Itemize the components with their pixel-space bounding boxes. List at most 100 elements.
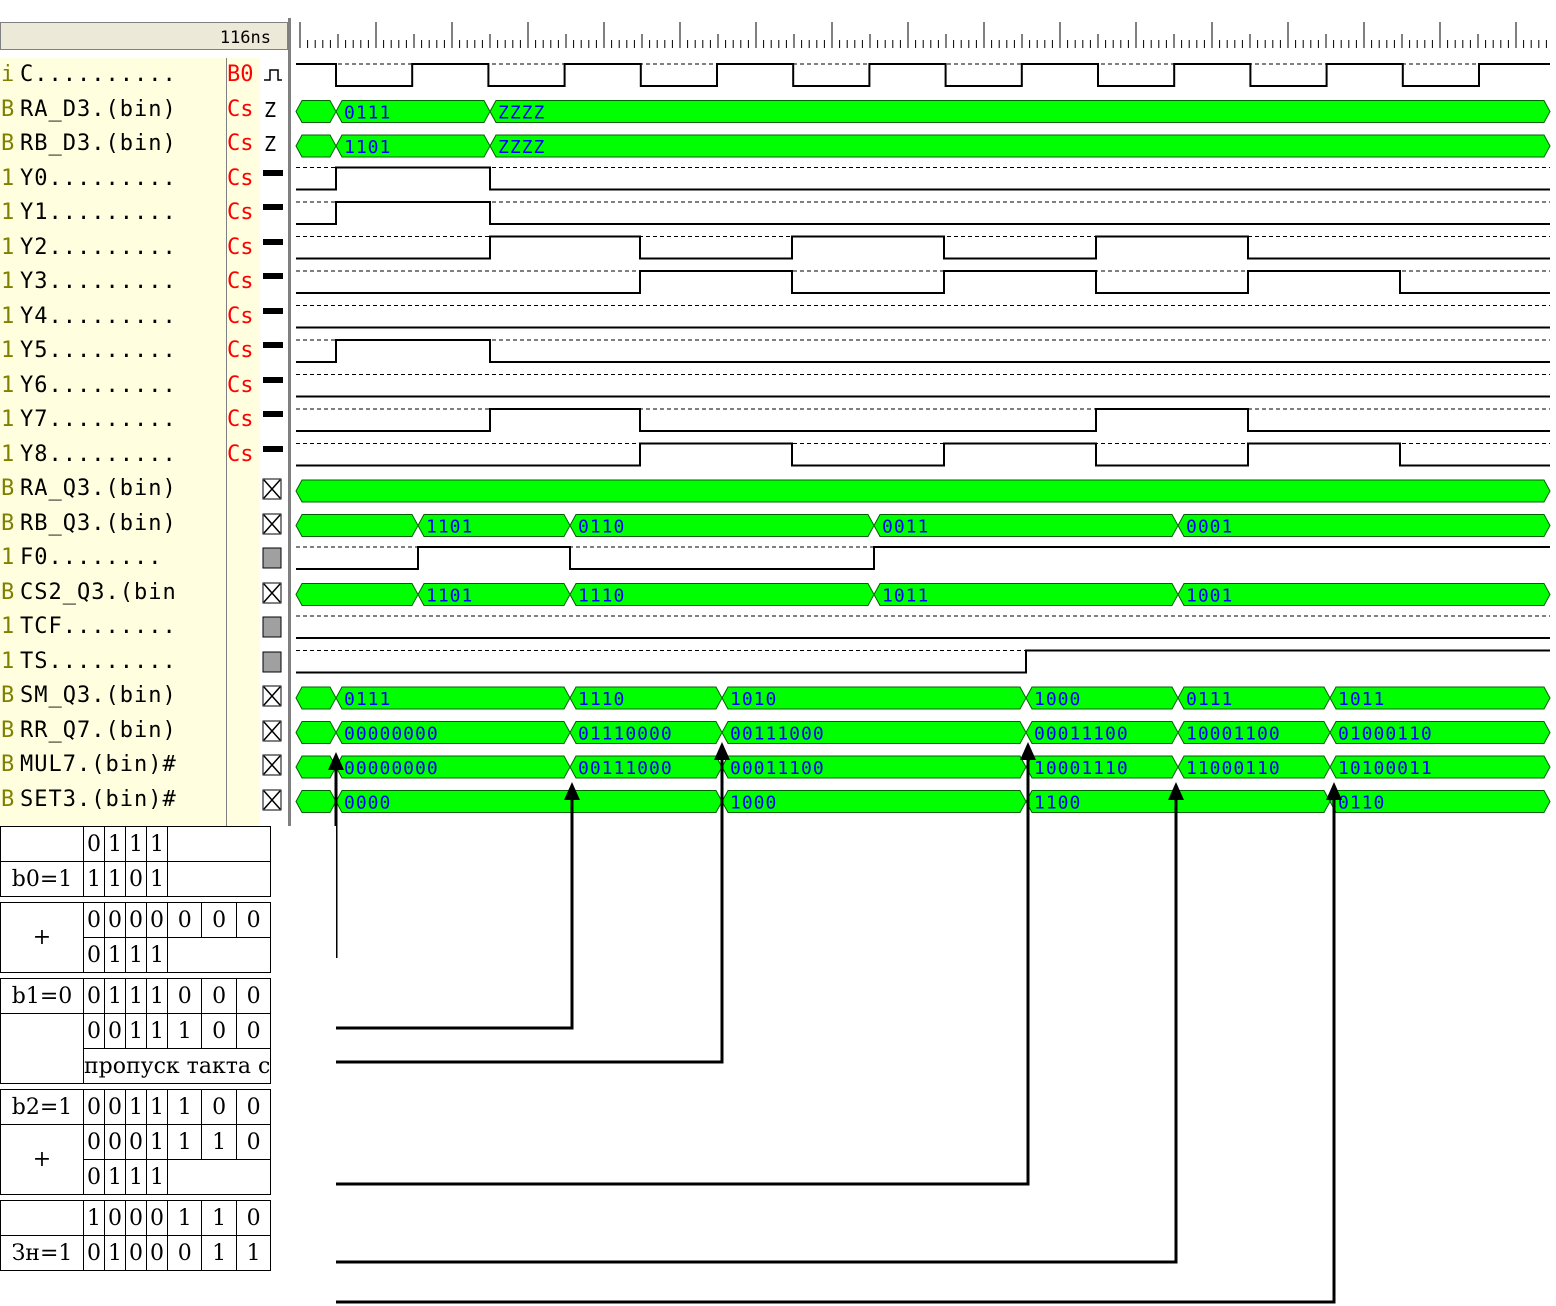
row-label: b1=0 xyxy=(0,978,84,1014)
toggle-state-icon[interactable] xyxy=(262,375,284,397)
bus-value: 1011 xyxy=(1338,689,1385,710)
annotation-arrow xyxy=(336,756,1030,1186)
table-cell: 1 xyxy=(146,1124,168,1160)
table-row: Зн=1 0 1 0 0 0 1 1 xyxy=(0,1235,272,1271)
signal-source: Cs xyxy=(227,234,254,260)
signal-name: Y8......... xyxy=(20,441,177,467)
bus-value: 1011 xyxy=(882,586,929,607)
bus-value: 1101 xyxy=(426,517,473,538)
signal-source: Cs xyxy=(227,269,254,294)
toggle-state-icon[interactable] xyxy=(262,306,284,328)
table-cell: 1 xyxy=(104,826,126,862)
table-row: 0 1 1 1 xyxy=(1,937,272,973)
signal-name: RA_Q3.(bin) xyxy=(20,476,177,501)
toggle-state-icon[interactable] xyxy=(262,444,284,466)
bus-value: 00000000 xyxy=(344,758,439,779)
signal-source: Cs xyxy=(227,303,254,329)
x-state-icon[interactable] xyxy=(262,720,284,742)
arrow-head xyxy=(714,742,730,760)
arrow-head xyxy=(1168,782,1184,800)
bus-segment xyxy=(295,134,337,158)
digital-wave xyxy=(296,442,1550,467)
table-cell xyxy=(166,1159,272,1195)
clock-state-icon[interactable] xyxy=(262,64,284,86)
table-row: b2=1 0 0 1 1 1 0 0 xyxy=(0,1089,272,1125)
annotation-arrow xyxy=(336,796,1178,1264)
signal-type: B xyxy=(1,510,15,536)
toggle-state-icon[interactable] xyxy=(262,409,284,431)
table-cell: 1 xyxy=(125,1013,147,1049)
table-cell: 1 xyxy=(166,1089,203,1125)
bus-value: 10001110 xyxy=(1034,758,1129,779)
toggle-state-icon[interactable] xyxy=(262,168,284,190)
table-cell: 1 xyxy=(166,1013,203,1049)
toggle-state-icon[interactable] xyxy=(262,237,284,259)
row-label: b2=1 xyxy=(0,1089,84,1125)
bus-segment xyxy=(295,479,1551,503)
table-cell xyxy=(166,937,272,973)
annotation-arrow xyxy=(336,796,1336,1304)
table-cell: 1 xyxy=(146,1089,168,1125)
toggle-state-icon[interactable] xyxy=(262,202,284,224)
z-state-icon[interactable]: Z xyxy=(262,98,284,122)
x-state-icon[interactable] xyxy=(262,754,284,776)
signal-name: RA_D3.(bin) xyxy=(20,96,177,122)
table-cell: 1 xyxy=(83,861,105,897)
bus-value: 10001100 xyxy=(1186,724,1281,745)
bus-value: 1110 xyxy=(578,586,625,607)
gray-state-icon[interactable] xyxy=(262,651,284,673)
bus-segment xyxy=(1329,686,1551,710)
annotation-arrow xyxy=(336,756,724,1064)
signal-name: Y6......... xyxy=(20,372,177,398)
x-state-icon[interactable] xyxy=(262,513,284,535)
gray-state-icon[interactable] xyxy=(262,616,284,638)
bus-segment xyxy=(295,100,337,123)
toggle-state-icon[interactable] xyxy=(262,340,284,362)
x-state-icon[interactable] xyxy=(262,478,284,500)
table-cell: 0 xyxy=(235,1124,272,1160)
z-state-icon[interactable]: Z xyxy=(262,132,284,156)
table-cell: 1 xyxy=(146,978,168,1014)
table-cell: 1 xyxy=(201,1124,237,1160)
table-cell: 0 xyxy=(235,1013,272,1049)
x-state-icon[interactable] xyxy=(262,789,284,811)
x-state-icon[interactable] xyxy=(262,685,284,707)
table-cell xyxy=(0,1013,84,1084)
row-label: + xyxy=(0,1124,84,1195)
panel-divider[interactable] xyxy=(288,18,291,826)
table-cell: 0 xyxy=(83,826,105,862)
signal-type: 1 xyxy=(1,303,15,329)
gray-state-icon[interactable] xyxy=(262,547,284,569)
signal-type: 1 xyxy=(1,200,15,225)
x-state-icon[interactable] xyxy=(262,582,284,604)
bus-segment xyxy=(489,134,1551,158)
table-cell xyxy=(0,1200,84,1236)
bus-value: 1000 xyxy=(730,793,777,814)
toggle-state-icon[interactable] xyxy=(262,271,284,293)
table-row: 1 0 0 0 1 1 0 xyxy=(0,1200,272,1236)
table-cell: 0 xyxy=(201,902,237,938)
